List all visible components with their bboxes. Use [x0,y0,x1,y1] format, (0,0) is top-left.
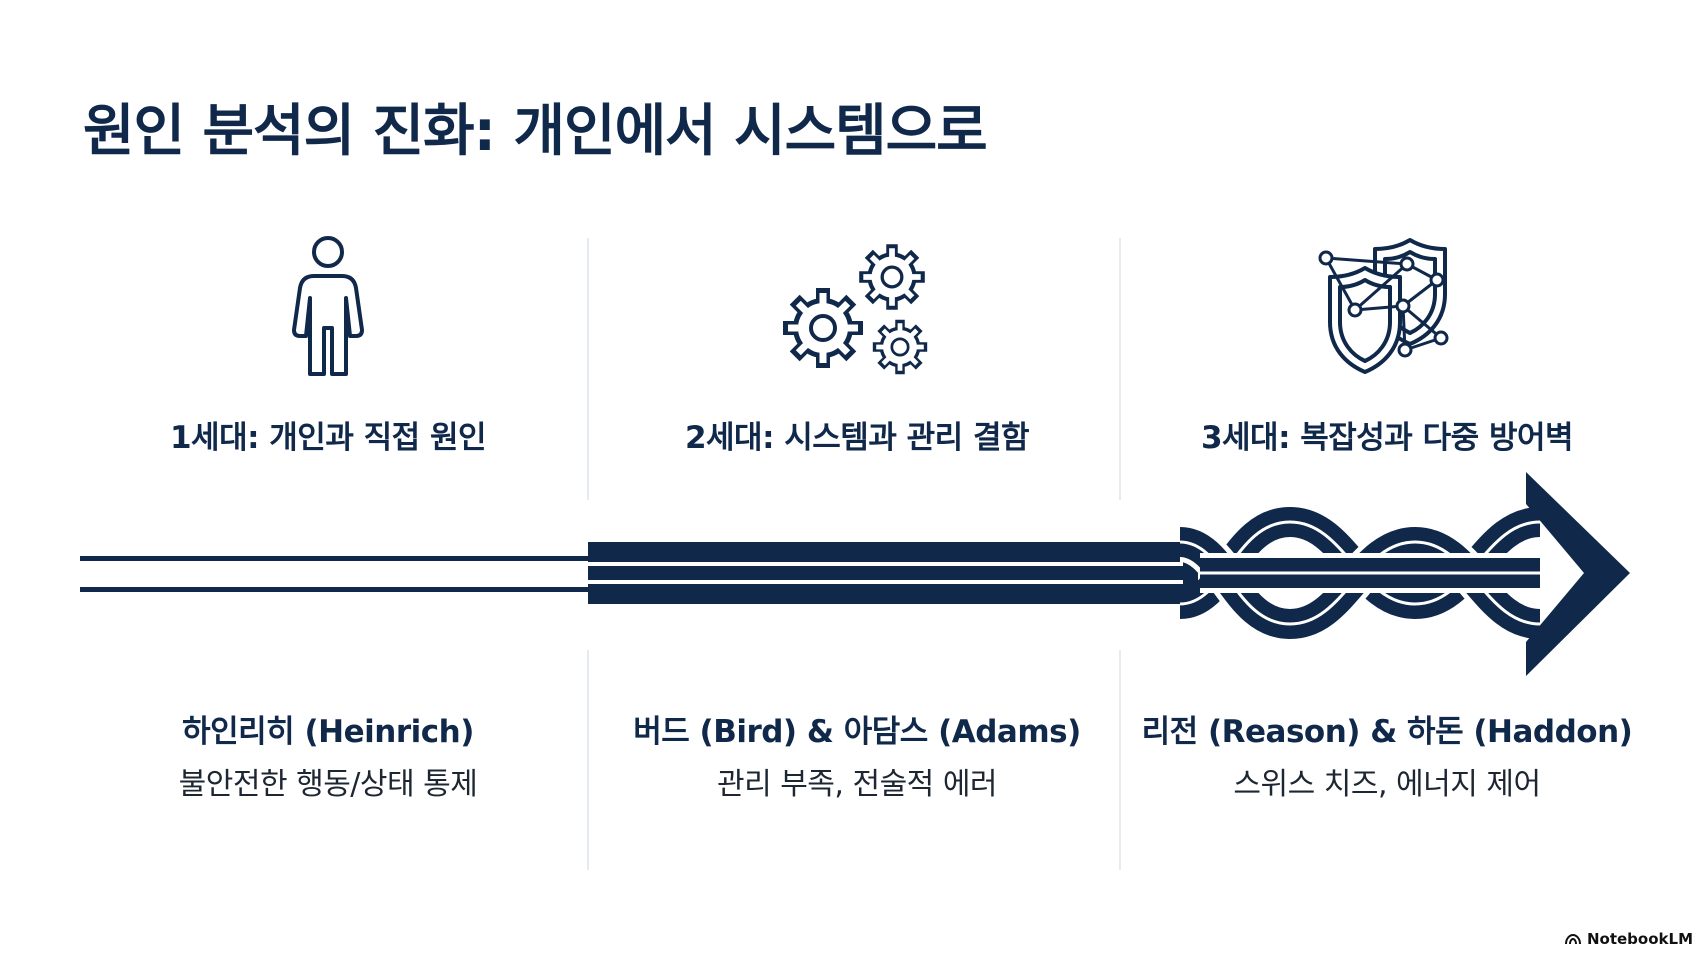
column-divider-top-2 [1119,238,1121,500]
generation-2-focus: 관리 부족, 전술적 에러 [716,767,998,802]
column-divider-bottom-1 [587,650,589,870]
notebooklm-brand: NotebookLM [1564,930,1693,948]
generation-2-label: 2세대: 시스템과 관리 결함 [684,420,1030,456]
thin-line-upper [80,556,588,561]
column-divider-top-1 [587,238,589,500]
page-title: 원인 분석의 진화: 개인에서 시스템으로 [83,99,988,164]
generation-3-focus: 스위스 치즈, 에너지 제어 [1233,767,1541,802]
generation-1-label: 1세대: 개인과 직접 원인 [169,420,487,456]
generation-3-label: 3세대: 복잡성과 다중 방어벽 [1200,420,1574,456]
brand-label: NotebookLM [1586,930,1693,948]
parallel-band [588,542,1198,604]
generation-3-theorist: 리전 (Reason) & 하돈 (Haddon) [1141,714,1633,750]
thin-line-lower [80,587,588,592]
generation-2-theorist: 버드 (Bird) & 아담스 (Adams) [633,714,1081,750]
generation-1-focus: 불안전한 행동/상태 통제 [178,767,478,802]
generation-1-theorist: 하인리히 (Heinrich) [182,714,474,750]
evolution-arrow [80,472,1630,676]
column-divider-bottom-2 [1119,650,1121,870]
arrowhead [1526,472,1630,676]
notebooklm-logo-icon [1564,933,1581,945]
person-icon [292,236,364,376]
braided-strands [1177,506,1542,645]
gears-icon [775,236,935,376]
network-shields-icon [1318,238,1449,374]
